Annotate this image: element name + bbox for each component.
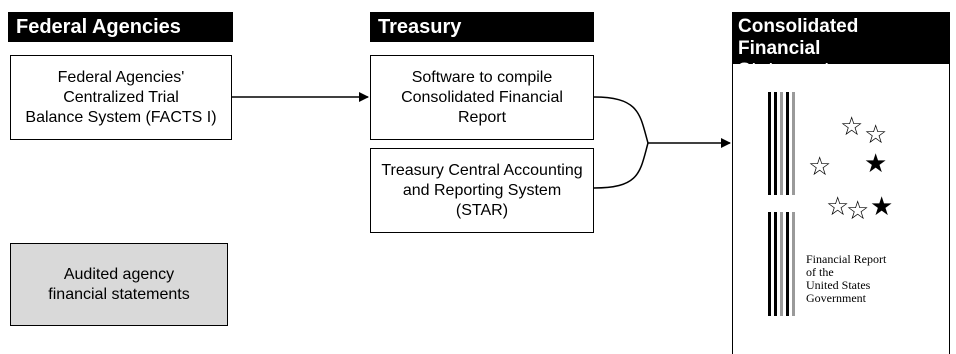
cover-stripe	[792, 212, 795, 316]
outline-star-icon: ☆	[826, 192, 850, 222]
header-federal-agencies: Federal Agencies	[8, 12, 233, 42]
cover-stripe	[792, 92, 795, 195]
outline-star-icon: ☆	[846, 196, 870, 226]
cover-stripe	[780, 92, 783, 195]
star-system-box: Treasury Central Accounting and Reportin…	[370, 148, 594, 233]
outline-star-icon: ☆	[808, 152, 832, 182]
merge-line-software	[593, 96, 649, 144]
audited-statements-box: Audited agency financial statements	[10, 243, 228, 326]
header-treasury: Treasury	[370, 12, 594, 42]
cover-stripe	[774, 212, 777, 316]
cover-stripe	[774, 92, 777, 195]
cover-stripe	[786, 92, 789, 195]
report-cover-title: Financial Report of the United States Go…	[806, 252, 887, 305]
merge-line-star	[593, 142, 649, 189]
filled-star-icon: ★	[870, 192, 894, 222]
outline-star-icon: ☆	[864, 120, 888, 150]
cover-stripe	[768, 92, 771, 195]
cover-stripe	[768, 212, 771, 316]
consolidation-software-box: Software to compile Consolidated Financi…	[370, 55, 594, 140]
flow-connectors	[232, 92, 731, 189]
cover-stripe	[786, 212, 789, 316]
outline-star-icon: ☆	[840, 112, 864, 142]
cover-stripe	[780, 212, 783, 316]
filled-star-icon: ★	[864, 149, 888, 179]
facts-system-box: Federal Agencies' Centralized Trial Bala…	[10, 55, 232, 140]
